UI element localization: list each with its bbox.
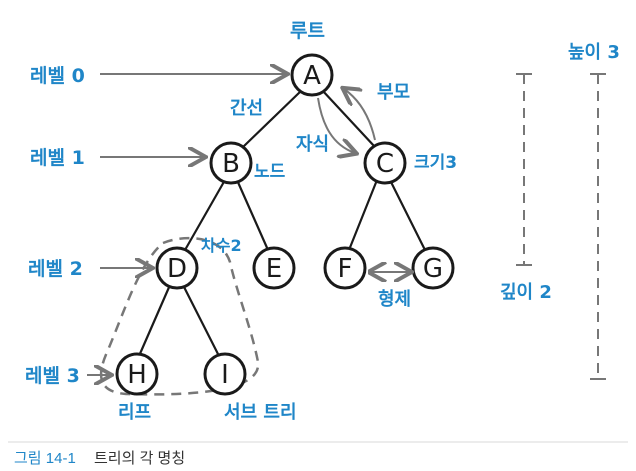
- child-arrow: [317, 97, 355, 153]
- tree-nodes: A B C D E F G H: [115, 53, 455, 396]
- node-c: C: [363, 141, 407, 185]
- edge-d-i: [181, 283, 221, 358]
- node-e: E: [252, 246, 296, 290]
- edge-c-g: [388, 178, 427, 252]
- node-e-label: E: [266, 254, 282, 284]
- parent-label: 부모: [377, 82, 410, 103]
- node-d-label: D: [167, 254, 187, 284]
- root-label: 루트: [290, 20, 325, 42]
- node-c-label: C: [376, 149, 394, 179]
- level2-label: 레벨 2: [28, 258, 83, 280]
- node-a: A: [290, 53, 334, 97]
- edge-a-c: [320, 88, 377, 149]
- node-f: F: [323, 246, 367, 290]
- height-label: 높이 3: [568, 42, 620, 63]
- node-b: B: [209, 141, 253, 185]
- level1-label: 레벨 1: [30, 147, 85, 169]
- node-d: D: [155, 246, 199, 290]
- edge-a-b: [241, 88, 304, 149]
- node-f-label: F: [338, 254, 353, 284]
- size-label: 크기3: [414, 153, 457, 173]
- caption-text: 트리의 각 명칭: [94, 450, 185, 467]
- node-i-label: I: [221, 360, 229, 390]
- subtree-outline: [99, 236, 260, 396]
- edge-d-h: [137, 283, 172, 358]
- leaf-label: 리프: [118, 402, 151, 423]
- level3-label: 레벨 3: [25, 365, 80, 387]
- node-b-label: B: [222, 149, 240, 179]
- edge-b-e: [235, 178, 270, 252]
- tree-edges: [137, 88, 427, 358]
- edge-label: 간선: [230, 98, 263, 119]
- sibling-label: 형제: [378, 289, 411, 310]
- node-h-label: H: [127, 360, 147, 390]
- child-label: 자식: [296, 134, 329, 155]
- node-label: 노드: [254, 162, 286, 182]
- node-g-label: G: [423, 254, 443, 284]
- subtree-label: 서브 트리: [224, 402, 297, 423]
- level0-label: 레벨 0: [30, 65, 85, 87]
- depth-label: 깊이 2: [500, 282, 552, 303]
- edge-b-d: [183, 178, 227, 252]
- node-g: G: [411, 246, 455, 290]
- height-bar: [590, 73, 606, 380]
- node-a-label: A: [303, 61, 321, 91]
- node-i: I: [203, 352, 247, 396]
- depth-bar: [516, 73, 532, 266]
- degree-label: 차수2: [201, 236, 242, 255]
- edge-c-f: [347, 178, 379, 252]
- parent-arrow: [344, 89, 376, 141]
- caption-label: 그림 14-1: [14, 450, 76, 467]
- node-h: H: [115, 352, 159, 396]
